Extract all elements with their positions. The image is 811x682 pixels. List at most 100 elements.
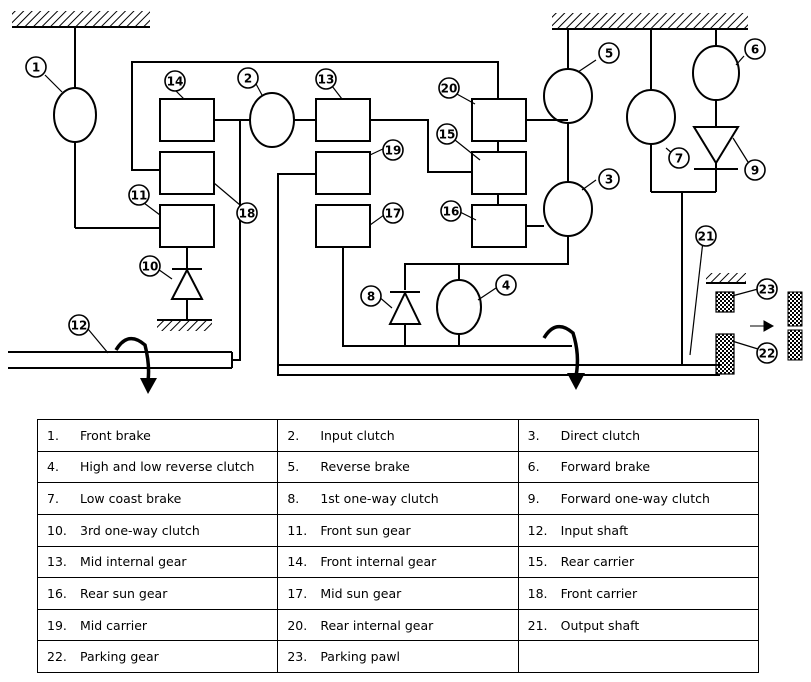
callout-circle-3 <box>598 168 620 190</box>
legend-text: Front carrier <box>560 585 638 601</box>
legend-number: 17. <box>287 585 308 601</box>
legend-number: 6. <box>527 459 540 475</box>
callout-circle-7 <box>668 147 690 169</box>
callout-circle-6 <box>744 38 766 60</box>
front-sun-gear-box <box>159 204 215 248</box>
callout-circle-13 <box>315 68 337 90</box>
ground-10 <box>157 319 212 331</box>
rear-internal-gear-box <box>471 98 527 142</box>
legend-cell: 14. Front internal gear <box>277 545 519 579</box>
legend-number: 21. <box>527 617 548 633</box>
legend-text: Mid sun gear <box>320 585 402 601</box>
callout-circle-15 <box>436 123 458 145</box>
legend-text: Input clutch <box>320 427 395 443</box>
callout-number-10: 10 <box>142 260 159 274</box>
legend-cell: 19.Mid carrier <box>36 608 279 642</box>
legend-cell: 9. Forward one-way clutch <box>517 482 760 515</box>
output-shaft <box>278 364 720 376</box>
forward-one-way-clutch <box>692 126 740 192</box>
legend-number: 11. <box>287 522 308 538</box>
callout-number-6: 6 <box>751 43 759 57</box>
callout-circle-2 <box>237 67 259 89</box>
legend-text: Direct clutch <box>560 427 641 443</box>
legend-number: 1. <box>47 427 59 443</box>
link-13-15 <box>370 119 472 173</box>
callout-number-7: 7 <box>675 152 683 166</box>
legend-number: 12. <box>527 522 548 538</box>
legend-text: Reverse brake <box>320 459 410 475</box>
legend-cell: 13.Mid internal gear <box>36 545 279 579</box>
housing-right <box>552 13 748 30</box>
legend-number: 14. <box>287 554 308 570</box>
callout-number-19: 19 <box>385 144 402 158</box>
callout-number-23: 23 <box>759 283 776 297</box>
callout-number-8: 8 <box>367 290 375 304</box>
legend-number: 10. <box>47 522 67 538</box>
callout-circle-5 <box>598 42 620 64</box>
legend-text: Forward brake <box>560 459 651 475</box>
legend-number: 22. <box>47 649 67 665</box>
legend-number: 9. <box>527 491 540 507</box>
legend-row: 10.3rd one-way clutch 11. Front sun gear 12… <box>36 513 760 547</box>
callout-number-17: 17 <box>385 207 402 221</box>
housing-left <box>12 11 150 28</box>
callout-circle-12 <box>68 314 90 336</box>
mid-carrier-box <box>315 151 371 195</box>
legend-cell: 5. Reverse brake <box>277 450 519 484</box>
legend-cell: 22.Parking gear <box>36 640 279 673</box>
legend-text: Front internal gear <box>320 554 437 570</box>
callout-circle-18 <box>236 202 258 224</box>
legend-text: Front sun gear <box>320 522 411 538</box>
legend-number: 8. <box>287 491 300 507</box>
output-rotation-arrow <box>542 324 585 390</box>
callout-number-4: 4 <box>502 279 510 293</box>
callout-circle-17 <box>382 202 404 224</box>
legend-cell: 7.Low coast brake <box>36 482 279 515</box>
legend-cell: 20.Rear internal gear <box>277 608 519 642</box>
legend-cell: 17. Mid sun gear <box>277 577 519 610</box>
callout-number-3: 3 <box>605 173 613 187</box>
callout-number-14: 14 <box>167 75 184 89</box>
callout-circle-11 <box>128 184 150 206</box>
high-low-reverse-clutch <box>436 264 482 346</box>
input-clutch <box>214 92 316 361</box>
legend-cell: 6. Forward brake <box>517 450 760 484</box>
reverse-brake <box>526 29 593 182</box>
legend-cell: 11. Front sun gear <box>277 513 519 547</box>
callout-number-12: 12 <box>71 319 88 333</box>
callout-number-11: 11 <box>131 189 148 203</box>
callout-circle-21 <box>695 225 717 247</box>
callout-circle-22 <box>756 342 778 364</box>
callout-number-2: 2 <box>244 72 252 86</box>
callout-circle-4 <box>495 274 517 296</box>
legend-number: 5. <box>287 459 300 475</box>
legend-number: 18. <box>527 585 548 601</box>
rear-sun-gear-box <box>471 204 527 248</box>
legend-text: High and low reverse clutch <box>80 459 255 475</box>
callout-circle-10 <box>139 255 161 277</box>
front-carrier-box <box>159 151 215 195</box>
mid-internal-gear-box <box>315 98 371 142</box>
legend-cell: 1.Front brake <box>36 419 279 452</box>
frame-top <box>131 61 499 171</box>
legend-cell: 12.Input shaft <box>517 513 760 547</box>
callout-circle-20 <box>438 77 460 99</box>
low-coast-brake <box>626 29 676 192</box>
legend-text: Output shaft <box>560 617 640 633</box>
legend-cell <box>517 640 760 673</box>
callout-number-18: 18 <box>239 207 256 221</box>
3rd-one-way-clutch <box>170 247 204 320</box>
legend-text: Forward one-way clutch <box>560 491 710 507</box>
legend-number: 23. <box>287 649 308 665</box>
mid-sun-gear-box <box>315 204 371 248</box>
legend-text: Rear sun gear <box>80 585 168 601</box>
legend-cell: 10.3rd one-way clutch <box>36 513 279 547</box>
callout-circle-23 <box>756 278 778 300</box>
